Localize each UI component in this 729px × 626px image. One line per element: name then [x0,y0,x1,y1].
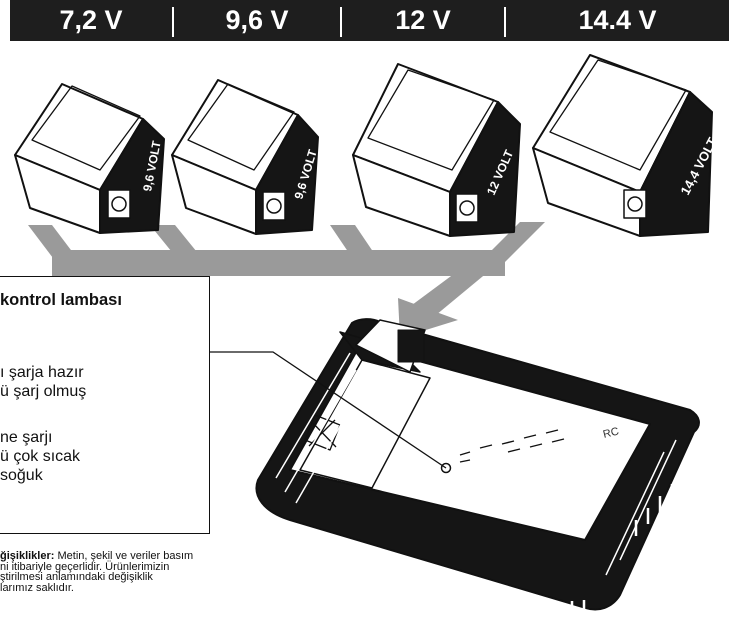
battery-14-4v [532,54,713,237]
note-line-4: larımız saklıdır. [0,581,74,594]
voltage-label-14-4: 14.4 V [578,5,657,35]
note-line-2: ni itibariyle geçerlidir. Ürünlerimizin [0,560,170,573]
callout-line-3: ne şarjı [0,429,53,446]
callout-title: kontrol lambası [0,291,122,309]
voltage-header-bar [10,0,729,41]
voltage-divider [172,7,174,37]
callout-line-4: ü çok sıcak [0,448,81,465]
note-line-1: ğişiklikler: Metin, şekil ve veriler bas… [0,551,340,562]
callout-line-2: ü şarj olmuş [0,383,87,400]
battery-12v [352,63,521,237]
note-bold-label: ğişiklikler: [0,550,55,562]
battery-7-2v [14,83,165,234]
charger [255,318,700,620]
callout-line-5: soğuk [0,467,43,484]
voltage-divider [340,7,342,37]
voltage-label-9-6: 9,6 V [225,5,289,35]
gray-arrow-lines [28,222,545,338]
note-line-3: ştirilmesi anlamındaki değişiklik [0,571,153,583]
charger-brand-mark: RC [602,425,620,441]
callout-line-1: ı şarja hazır [0,364,84,381]
control-lamp-callout-box: kontrol lambası ı şarja hazır ü şarj olm… [0,276,210,534]
voltage-label-12: 12 V [395,5,451,35]
voltage-label-7-2: 7,2 V [59,5,123,35]
voltage-divider [504,7,506,37]
note-line-1-rest: Metin, şekil ve veriler basım [54,550,194,562]
battery-9-6v [171,79,319,235]
callout-leader-line [210,351,447,469]
changes-note: ğişiklikler: Metin, şekil ve veriler bas… [0,551,340,593]
